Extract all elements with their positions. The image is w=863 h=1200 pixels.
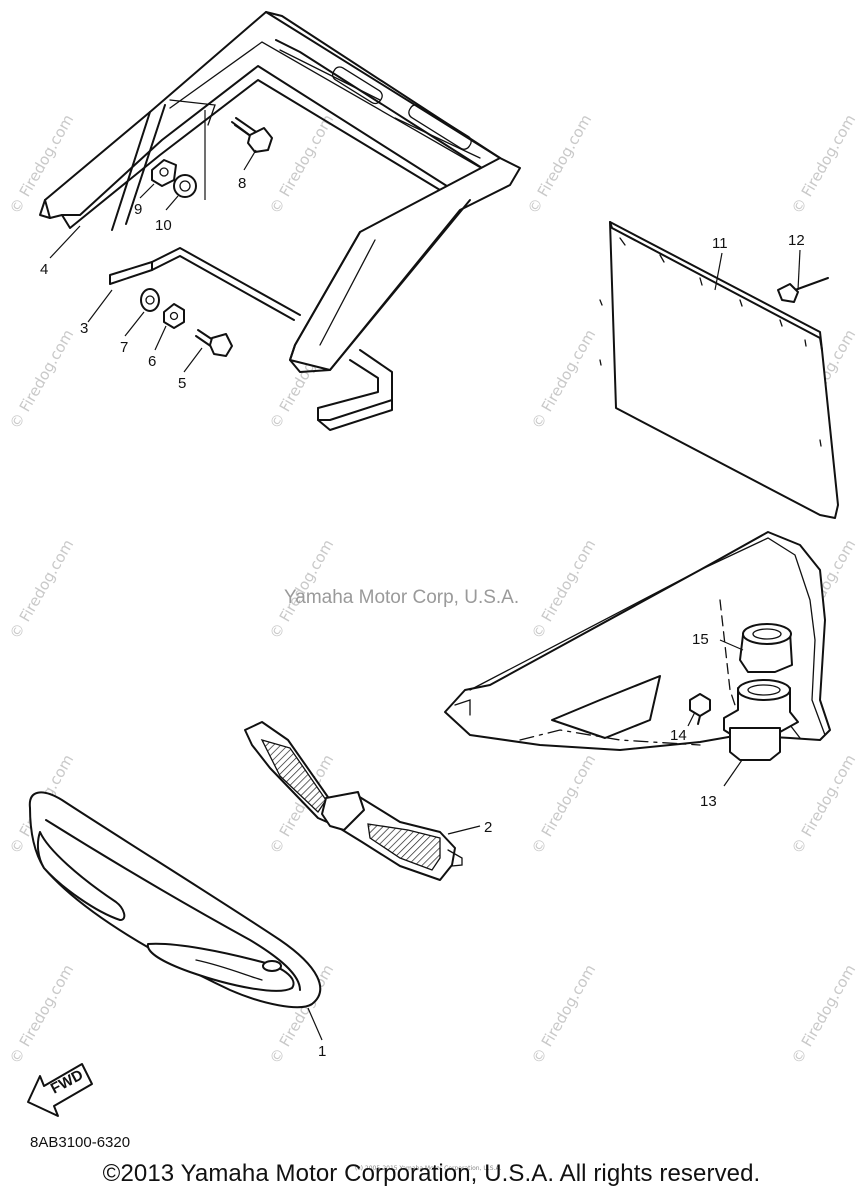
callout-7: 7 (120, 339, 128, 356)
callout-12: 12 (788, 232, 805, 249)
part-10-grommet (173, 174, 197, 198)
callout-10: 10 (155, 217, 172, 234)
part-1-side-cover (28, 791, 322, 1009)
watermark: © Firedog.com (528, 326, 599, 432)
callout-14: 14 (670, 727, 687, 744)
rear-cowl (444, 531, 831, 751)
part-7-washer (140, 288, 160, 312)
watermark: © Firedog.com (266, 111, 337, 217)
part-11-panel (599, 221, 839, 519)
callout-11: 11 (712, 235, 728, 252)
callout-15: 15 (692, 631, 709, 648)
part-8-bolt (231, 117, 273, 153)
watermark: © Firedog.com (524, 111, 595, 217)
callout-8: 8 (238, 175, 246, 192)
part-15-lens (739, 623, 793, 673)
callout-4: 4 (40, 261, 48, 278)
part-6-nut (163, 303, 185, 329)
watermark: © Firedog.com (528, 961, 599, 1067)
watermark: © Firedog.com (6, 536, 77, 642)
part-9-nut (151, 159, 177, 187)
part-4-carrier-frame (39, 11, 521, 373)
leader-lines (49, 110, 801, 1041)
watermark: © Firedog.com (788, 111, 859, 217)
part-13-socket (723, 679, 799, 761)
callout-5: 5 (178, 375, 186, 392)
part-3-frame-bar (109, 247, 393, 431)
watermark: © Firedog.com (6, 961, 77, 1067)
watermark: © Firedog.com (788, 961, 859, 1067)
part-12-clip (777, 277, 829, 303)
callout-6: 6 (148, 353, 156, 370)
watermark: © Firedog.com (528, 536, 599, 642)
tiny-credit: (c) 2005-2015 Yamaha Motor Corporation, … (355, 1165, 501, 1172)
fwd-arrow: FWD (27, 1063, 93, 1117)
part-14-screw (689, 693, 711, 725)
watermark: © Firedog.com (6, 326, 77, 432)
part-5-bolt (195, 329, 233, 357)
center-credit: Yamaha Motor Corp, U.S.A. (284, 587, 519, 608)
watermark: © Firedog.com (528, 751, 599, 857)
callouts: 1 2 3 4 5 6 7 8 9 10 11 12 13 14 15 (40, 175, 805, 1060)
callout-9: 9 (134, 201, 142, 218)
watermark: © Firedog.com (788, 751, 859, 857)
callout-3: 3 (80, 320, 88, 337)
callout-13: 13 (700, 793, 717, 810)
part-2-reflector (244, 721, 463, 881)
diagram-code: 8AB3100-6320 (30, 1134, 131, 1151)
callout-2: 2 (484, 819, 492, 836)
copyright-notice: ©2013 Yamaha Motor Corporation, U.S.A. A… (102, 1160, 761, 1187)
callout-1: 1 (318, 1043, 326, 1060)
